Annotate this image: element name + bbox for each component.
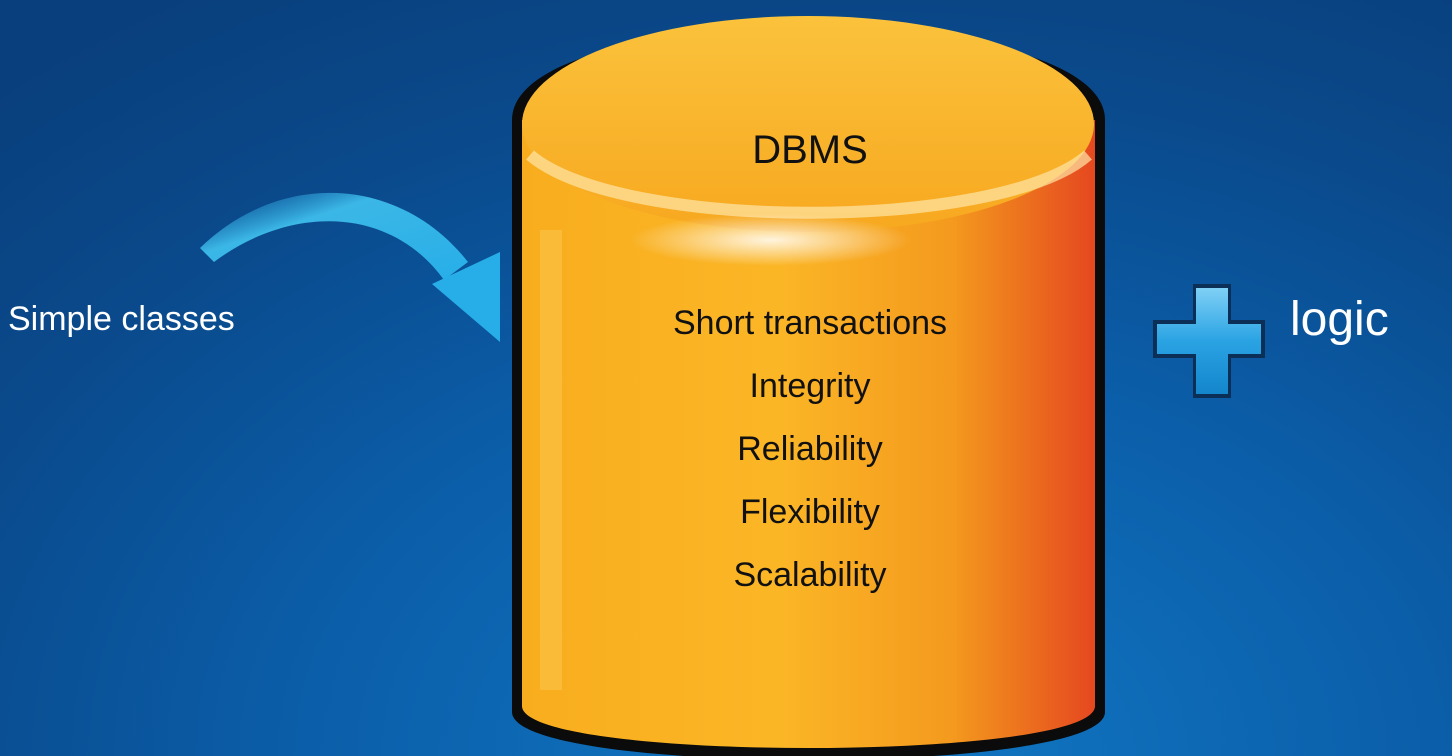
property-item: Scalability bbox=[733, 556, 887, 594]
property-item: Integrity bbox=[749, 367, 871, 405]
property-item: Short transactions bbox=[672, 304, 948, 342]
database-cylinder-icon bbox=[512, 16, 1105, 756]
property-item: Reliability bbox=[737, 430, 883, 468]
property-item: Flexibility bbox=[740, 493, 880, 531]
curved-arrow-icon bbox=[200, 192, 500, 342]
plus-icon bbox=[1153, 284, 1265, 398]
simple-classes-label: Simple classes bbox=[8, 300, 235, 338]
dbms-title: DBMS bbox=[752, 128, 868, 172]
logic-label: logic bbox=[1290, 293, 1389, 346]
dbms-property-list: Short transactions Integrity Reliability… bbox=[575, 300, 1045, 615]
